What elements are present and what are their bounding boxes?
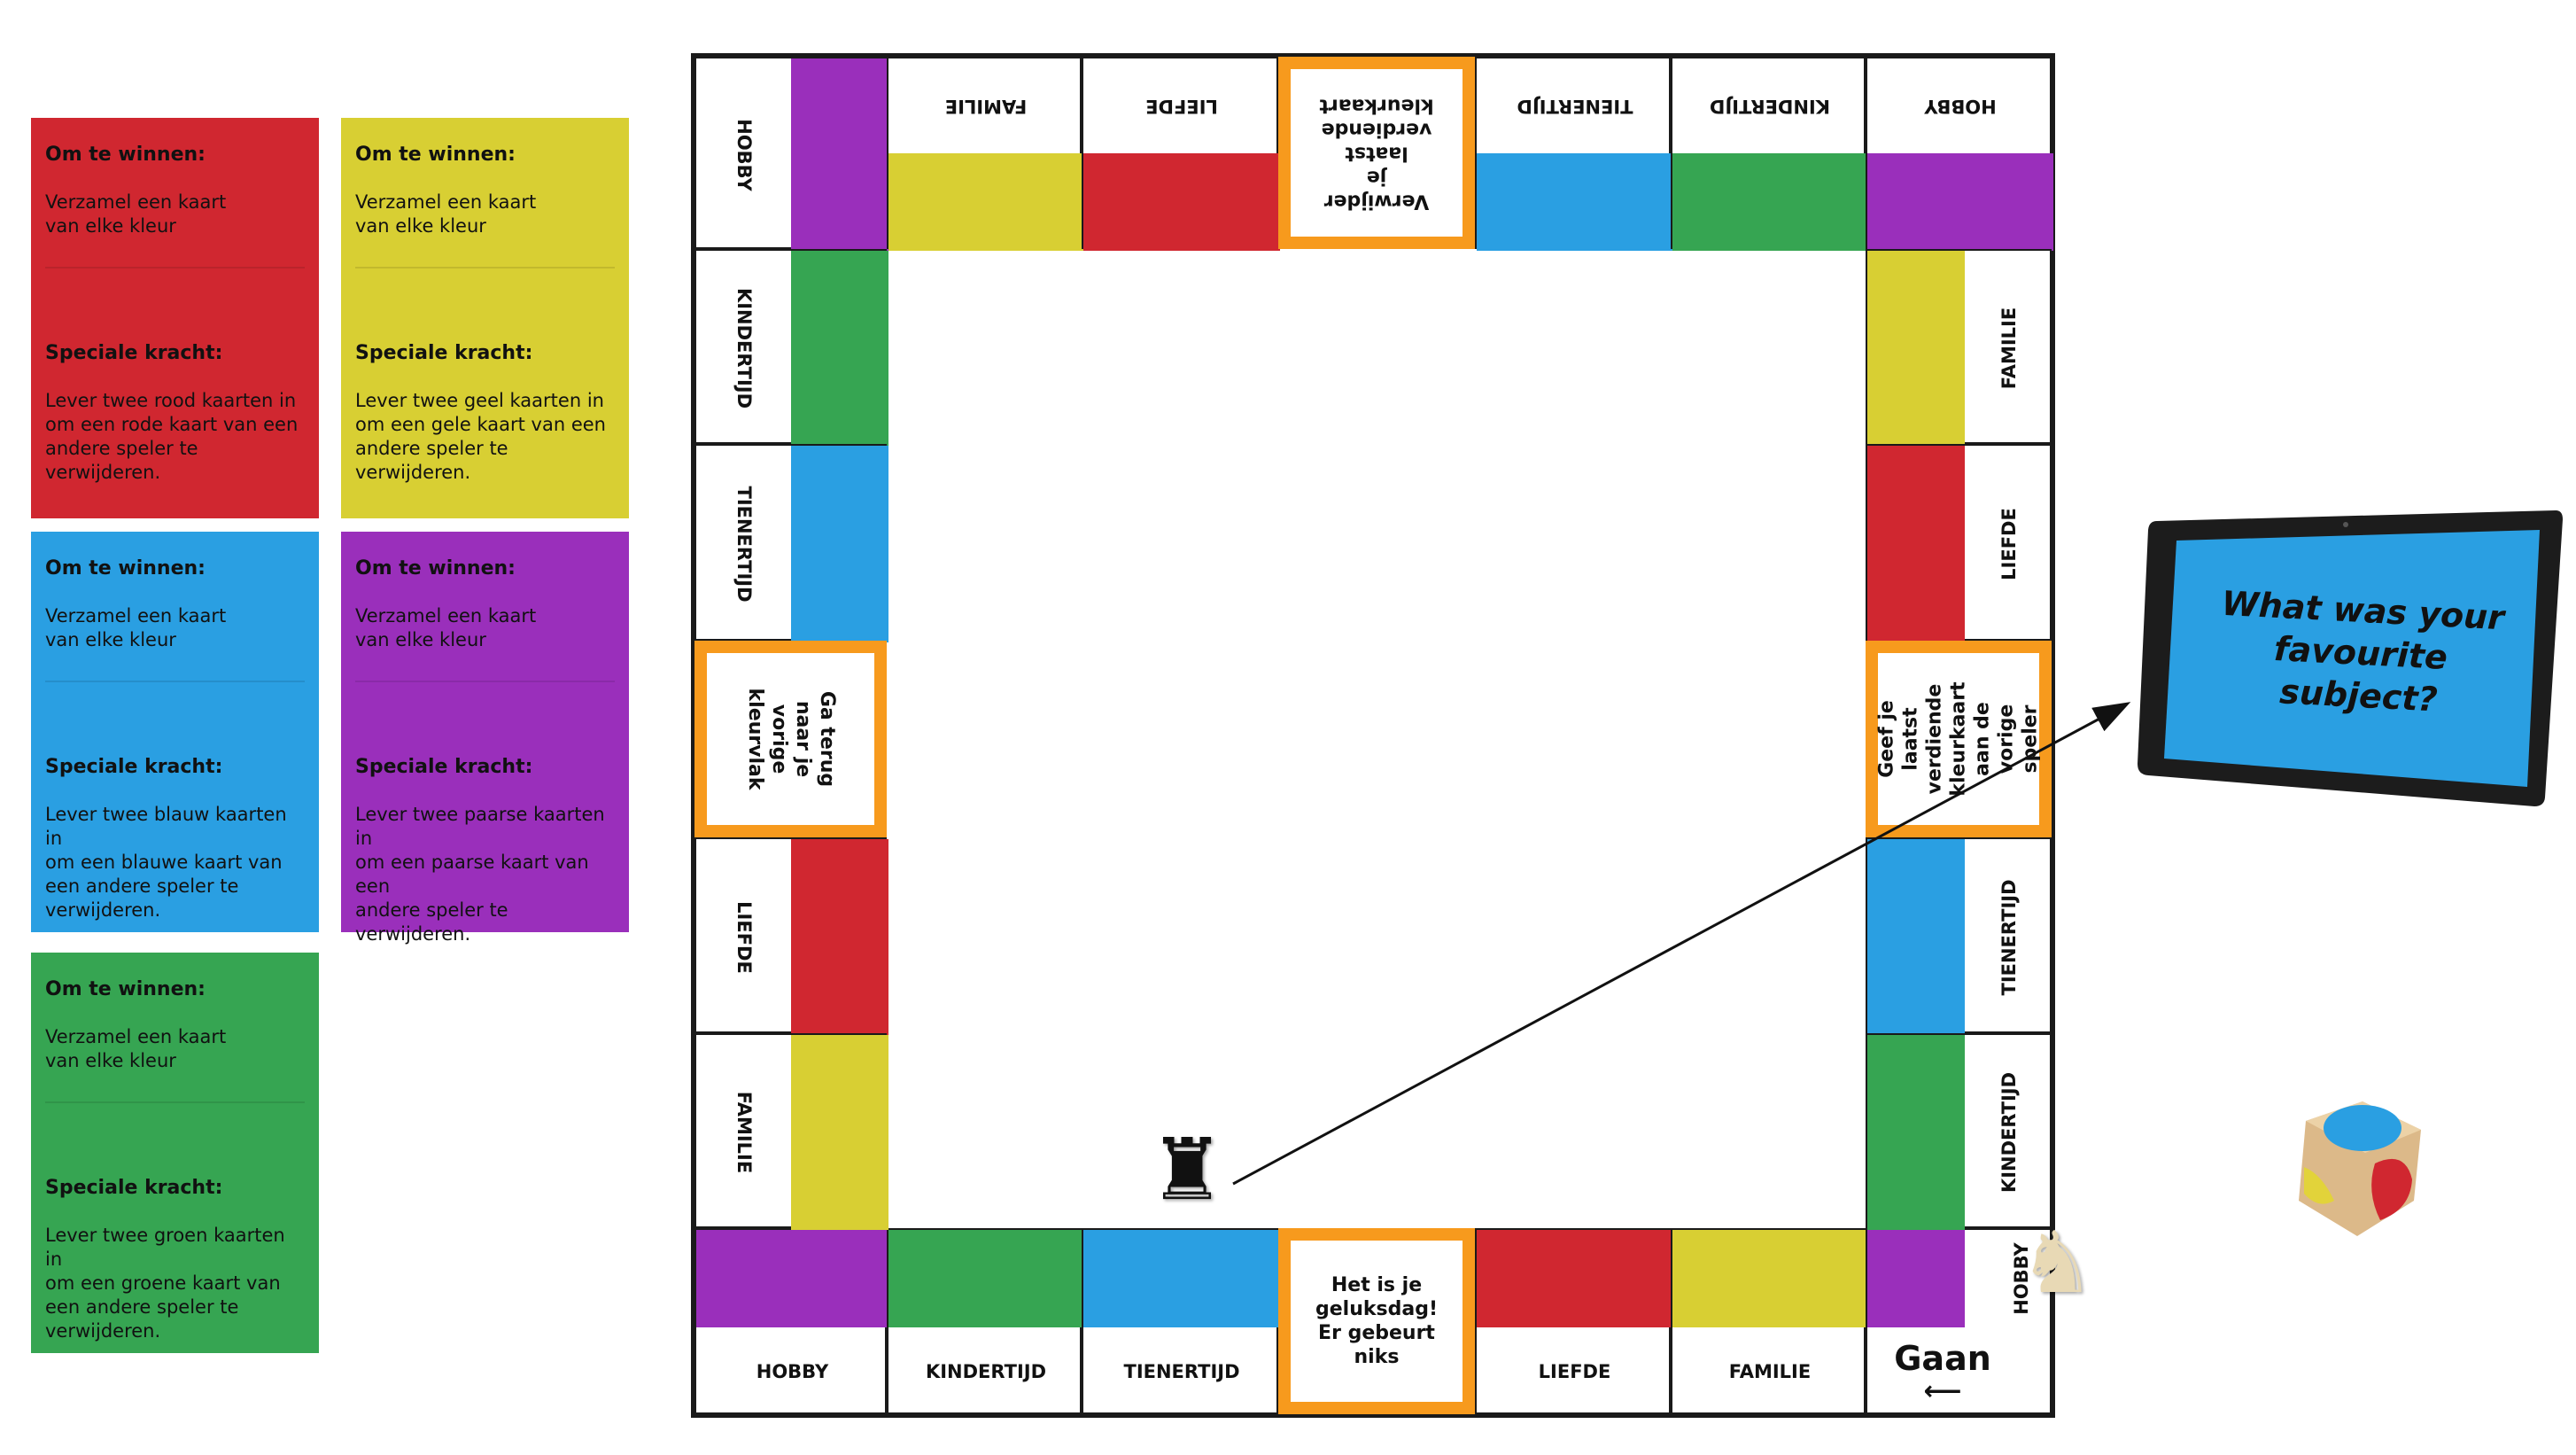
- color-stripe: [1477, 1230, 1672, 1327]
- win-title: Om te winnen:: [355, 144, 516, 166]
- space-top-0[interactable]: HOBBY: [694, 57, 888, 251]
- space-right-3[interactable]: TIENERTIJD: [1866, 837, 2052, 1035]
- power-text: Lever twee rood kaarten in om een rode k…: [45, 390, 299, 483]
- player-card-3[interactable]: Om te winnen: Verzamel een kaart van elke…: [341, 532, 629, 945]
- color-stripe: [1083, 1230, 1280, 1327]
- start-label: Gaan: [1894, 1339, 1991, 1378]
- color-stripe: [791, 839, 888, 1035]
- tablet-icon: [2138, 510, 2563, 806]
- player-card-1[interactable]: Om te winnen: Verzamel een kaart van elke…: [341, 118, 629, 518]
- win-text: Verzamel een kaart van elke kleur: [45, 1026, 227, 1071]
- space-label: KINDERTIJD: [925, 1361, 1047, 1382]
- win-title: Om te winnen:: [45, 144, 206, 166]
- space-bottom-4[interactable]: LIEFDE: [1475, 1228, 1672, 1414]
- space-left-3[interactable]: LIEFDE: [694, 837, 888, 1035]
- space-bottom-2[interactable]: TIENERTIJD: [1082, 1228, 1280, 1414]
- color-stripe: [696, 1230, 888, 1327]
- die-red-face: [2371, 1158, 2412, 1220]
- win-text: Verzamel een kaart van elke kleur: [45, 605, 227, 650]
- space-right-0[interactable]: FAMILIE: [1866, 249, 2052, 446]
- color-stripe: [1083, 153, 1280, 251]
- space-label: LIEFDE: [1538, 1361, 1611, 1382]
- color-stripe: [791, 1035, 888, 1230]
- power-title: Speciale kracht:: [45, 756, 223, 778]
- white-knight-icon[interactable]: ♞: [2018, 1213, 2096, 1312]
- player-card-0[interactable]: Om te winnen: Verzamel een kaart van elke…: [31, 118, 319, 518]
- space-right-1[interactable]: LIEFDE: [1866, 444, 2052, 642]
- color-stripe: [791, 58, 888, 251]
- space-left-1[interactable]: TIENERTIJD: [694, 444, 888, 642]
- win-text: Verzamel een kaart van elke kleur: [355, 605, 537, 650]
- space-right-4[interactable]: KINDERTIJD: [1866, 1033, 2052, 1230]
- color-stripe: [1867, 1035, 1965, 1230]
- color-stripe: [1672, 1230, 1867, 1327]
- power-text: Lever twee groen kaarten in om een groen…: [45, 1225, 285, 1342]
- special-space-bottom[interactable]: Het is je geluksdag! Er gebeurt niks: [1278, 1228, 1475, 1414]
- space-left-0[interactable]: KINDERTIJD: [694, 249, 888, 446]
- die-icon[interactable]: [2281, 1094, 2432, 1245]
- special-space-top[interactable]: Verwijder je laatst verdiende kleurkaart: [1278, 57, 1475, 249]
- space-bottom-5[interactable]: FAMILIE: [1671, 1228, 1867, 1414]
- space-top-1[interactable]: FAMILIE: [887, 57, 1083, 251]
- power-text: Lever twee geel kaarten in om een gele k…: [355, 390, 606, 483]
- space-top-5[interactable]: KINDERTIJD: [1671, 57, 1867, 251]
- win-title: Om te winnen:: [45, 557, 206, 580]
- black-rook-icon[interactable]: ♜: [1148, 1120, 1226, 1219]
- power-text: Lever twee blauw kaarten in om een blauw…: [45, 804, 287, 921]
- color-stripe: [1867, 153, 2053, 251]
- color-stripe: [888, 153, 1083, 251]
- die-blue-face: [2324, 1105, 2401, 1151]
- power-text: Lever twee paarse kaarten in om een paar…: [355, 804, 605, 945]
- space-bottom-0[interactable]: HOBBY: [694, 1228, 888, 1414]
- die-yellow-face: [2304, 1167, 2334, 1204]
- player-card-4[interactable]: Om te winnen: Verzamel een kaart van elke…: [31, 953, 319, 1353]
- power-title: Speciale kracht:: [355, 342, 533, 364]
- color-stripe: [1867, 446, 1965, 642]
- tablet-question-text: What was your favourite subject?: [2220, 583, 2506, 720]
- power-title: Speciale kracht:: [45, 342, 223, 364]
- color-stripe: [1867, 1230, 1965, 1327]
- space-bottom-1[interactable]: KINDERTIJD: [887, 1228, 1083, 1414]
- special-space-right[interactable]: Geef je laatst verdiende kleurkaart aan …: [1866, 641, 2052, 837]
- color-stripe: [791, 446, 888, 642]
- player-card-2[interactable]: Om te winnen: Verzamel een kaart van elke…: [31, 532, 319, 932]
- power-title: Speciale kracht:: [45, 1177, 223, 1199]
- win-text: Verzamel een kaart van elke kleur: [355, 191, 537, 237]
- space-label: HOBBY: [756, 1361, 829, 1382]
- space-left-4[interactable]: FAMILIE: [694, 1033, 888, 1230]
- space-label: FAMILIE: [1728, 1361, 1812, 1382]
- win-title: Om te winnen:: [355, 557, 516, 580]
- tablet-question: What was your favourite subject?: [2130, 505, 2564, 811]
- start-arrow-icon: ⟵: [1923, 1375, 1962, 1407]
- color-stripe: [1867, 839, 1965, 1035]
- color-stripe: [1867, 251, 1965, 446]
- space-top-6[interactable]: HOBBY: [1866, 57, 2053, 251]
- color-stripe: [888, 1230, 1083, 1327]
- color-stripe: [1672, 153, 1867, 251]
- power-title: Speciale kracht:: [355, 756, 533, 778]
- special-space-left[interactable]: Ga terug naar je vorige kleurvlak: [694, 641, 887, 837]
- win-title: Om te winnen:: [45, 978, 206, 1000]
- space-label: TIENERTIJD: [1123, 1361, 1240, 1382]
- color-stripe: [1477, 153, 1672, 251]
- color-stripe: [791, 251, 888, 446]
- win-text: Verzamel een kaart van elke kleur: [45, 191, 227, 237]
- space-top-2[interactable]: LIEFDE: [1082, 57, 1280, 251]
- space-top-4[interactable]: TIENERTIJD: [1475, 57, 1672, 251]
- special-text: Het is je geluksdag! Er gebeurt niks: [1315, 1274, 1438, 1368]
